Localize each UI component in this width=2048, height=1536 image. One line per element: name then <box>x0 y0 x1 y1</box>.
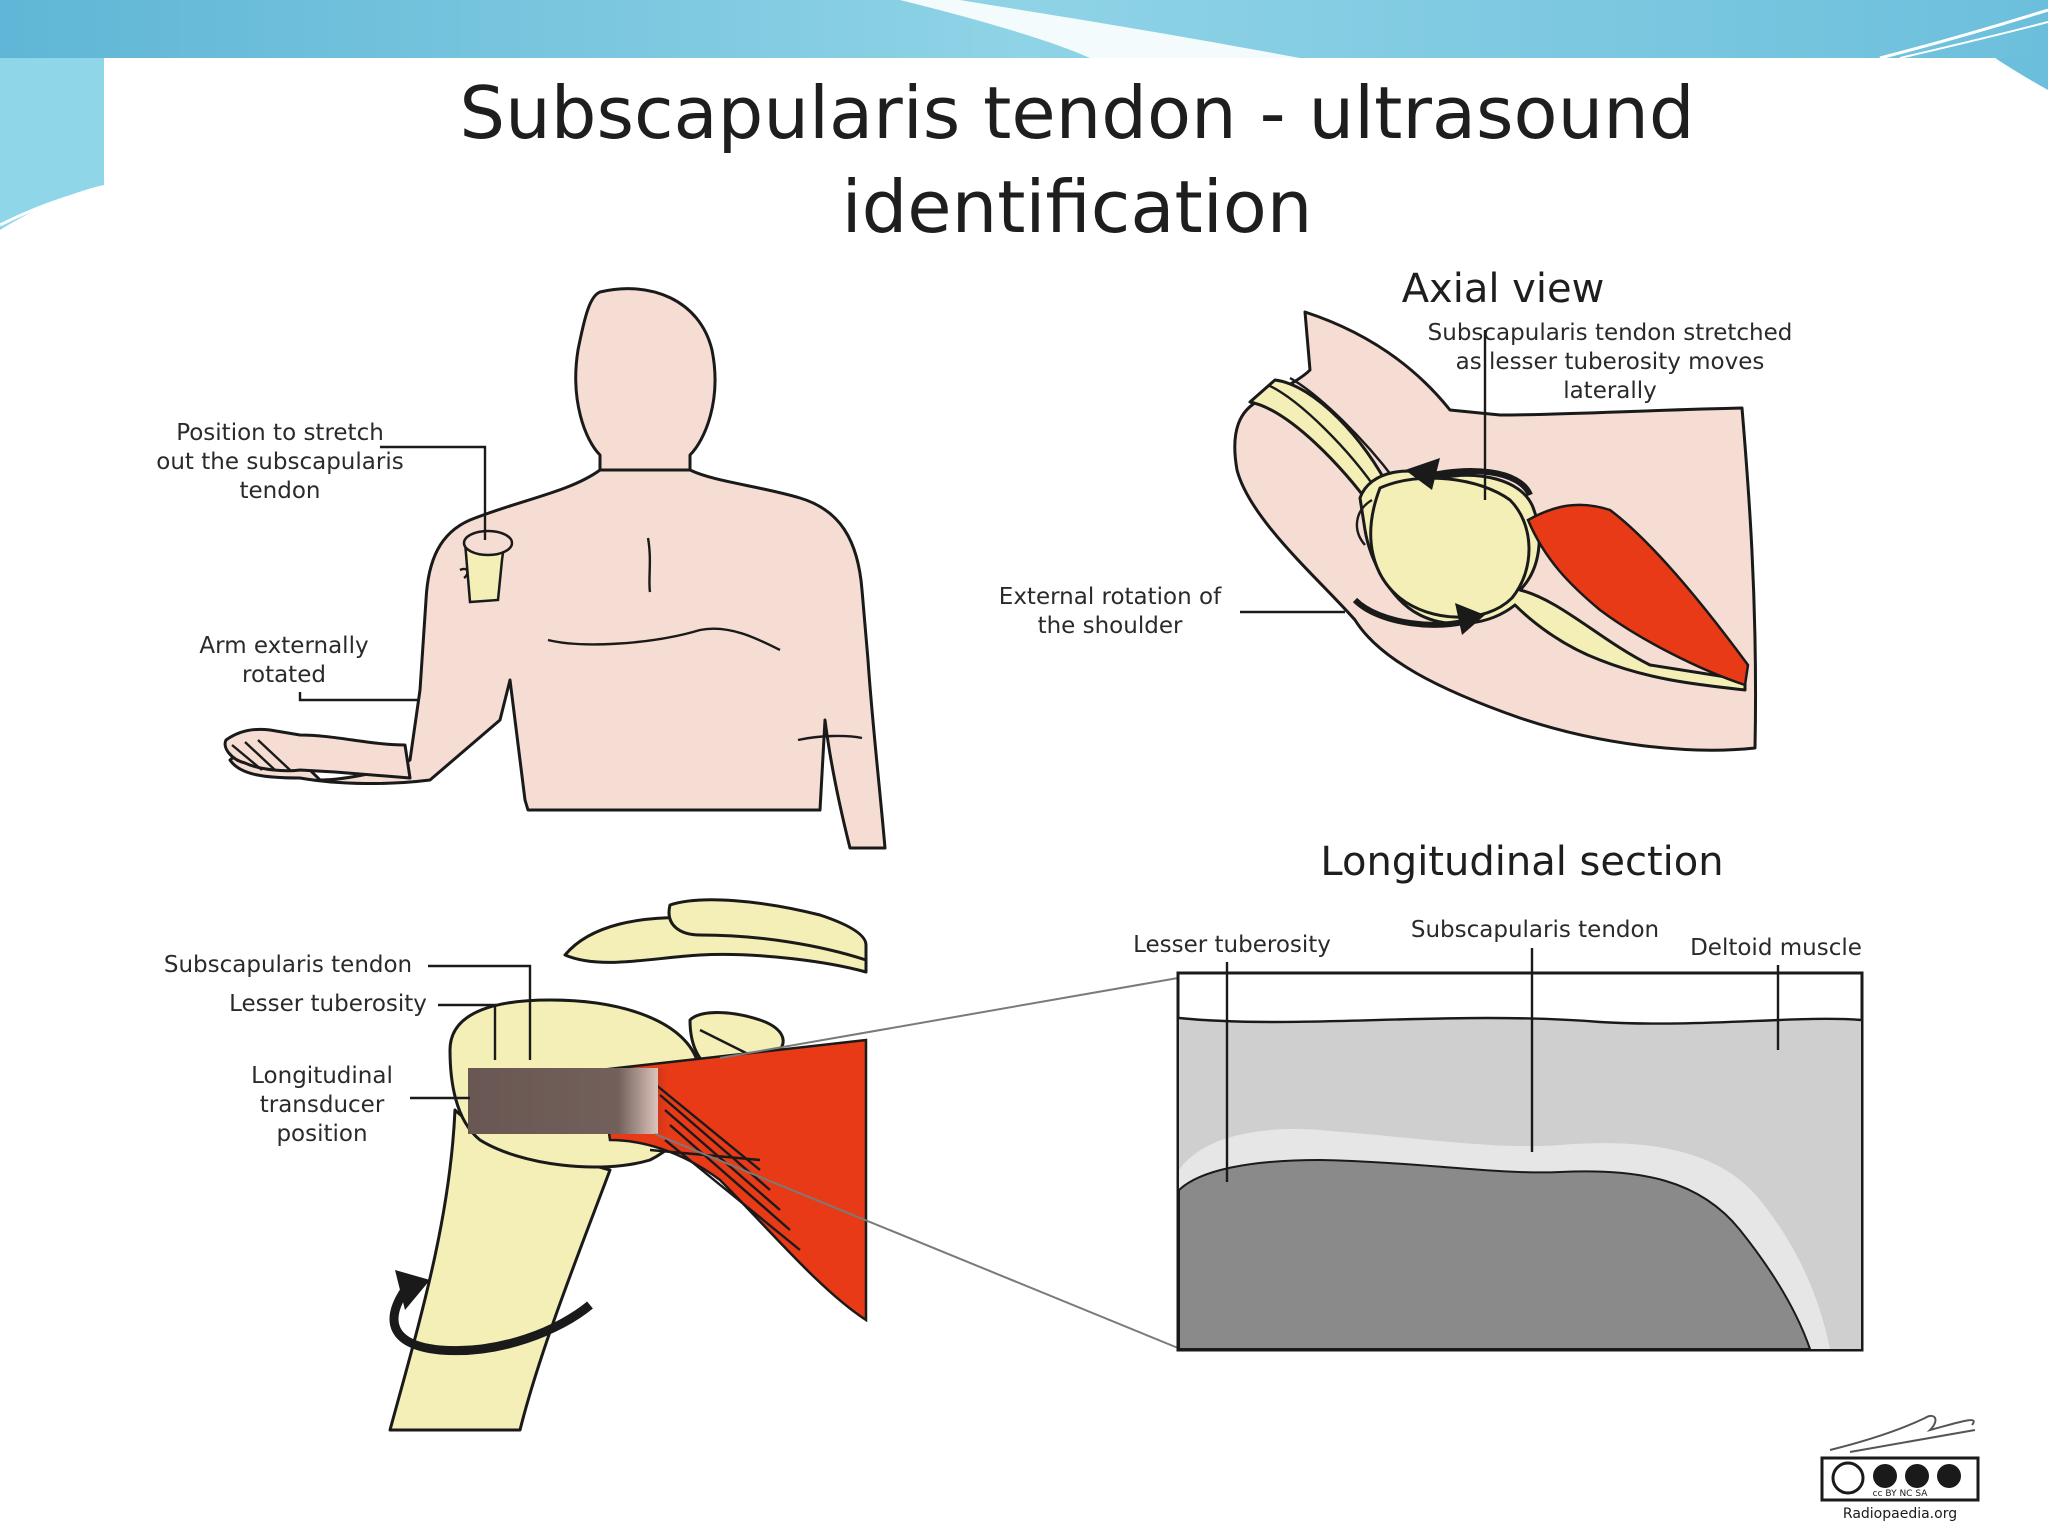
svg-text:Deltoid muscle: Deltoid muscle <box>1690 935 1862 961</box>
label-lesser-tuberosity-right: Lesser tuberosity <box>1133 932 1331 1182</box>
label-subscapularis-tendon-left: Subscapularis tendon <box>164 952 532 1060</box>
label-deltoid-muscle: Deltoid muscle <box>1690 935 1862 1050</box>
credit-block: cc BY NC SA Radiopaedia.org <box>1820 1414 1980 1522</box>
label-transducer-position: Longitudinal transducer position <box>251 1063 470 1147</box>
svg-text:Lesser tuberosity: Lesser tuberosity <box>1133 932 1331 958</box>
svg-text:Position to stretch: Position to stretch <box>176 420 384 446</box>
longitudinal-section-panel <box>1176 971 1864 1352</box>
slide-title-line-2: identification <box>842 165 1313 249</box>
zoom-line-bottom <box>654 1133 1179 1349</box>
label-arm-externally-rotated: Arm externally rotated <box>199 633 420 702</box>
label-stretched-tendon: Subscapularis tendon stretched as lesser… <box>1428 320 1793 500</box>
svg-text:Lesser tuberosity: Lesser tuberosity <box>229 991 427 1017</box>
svg-text:as lesser tuberosity moves: as lesser tuberosity moves <box>1456 349 1765 375</box>
longitudinal-section-heading: Longitudinal section <box>1320 839 1723 885</box>
svg-text:rotated: rotated <box>242 662 326 688</box>
body-figure <box>223 287 887 850</box>
axial-view-heading: Axial view <box>1402 266 1605 312</box>
svg-text:Longitudinal: Longitudinal <box>251 1063 393 1089</box>
svg-text:out the subscapularis: out the subscapularis <box>156 449 403 475</box>
source-credit: Radiopaedia.org <box>1843 1506 1957 1522</box>
svg-text:transducer: transducer <box>260 1092 385 1118</box>
svg-text:Arm externally: Arm externally <box>199 633 368 659</box>
axial-view-figure <box>1233 310 1758 752</box>
svg-text:Subscapularis tendon: Subscapularis tendon <box>164 952 412 978</box>
svg-text:laterally: laterally <box>1563 378 1657 404</box>
zoom-line-top <box>719 977 1179 1059</box>
svg-text:the shoulder: the shoulder <box>1038 613 1183 639</box>
svg-text:position: position <box>276 1121 367 1147</box>
label-position-stretch: Position to stretch out the subscapulari… <box>156 420 487 540</box>
signature-logo <box>1829 1414 1976 1453</box>
license-badge-text: cc BY NC SA <box>1873 1489 1929 1499</box>
svg-text:Subscapularis tendon stretched: Subscapularis tendon stretched <box>1428 320 1793 346</box>
label-subscapularis-tendon-right: Subscapularis tendon <box>1411 917 1659 1152</box>
label-lesser-tuberosity-left: Lesser tuberosity <box>229 991 497 1060</box>
svg-text:tendon: tendon <box>240 478 321 504</box>
svg-text:Subscapularis tendon: Subscapularis tendon <box>1411 917 1659 943</box>
slide-title-line-1: Subscapularis tendon - ultrasound <box>459 71 1694 155</box>
shoulder-bones-figure <box>388 898 868 1432</box>
label-external-rotation: External rotation of the shoulder <box>999 584 1345 639</box>
svg-text:External rotation of: External rotation of <box>999 584 1222 610</box>
